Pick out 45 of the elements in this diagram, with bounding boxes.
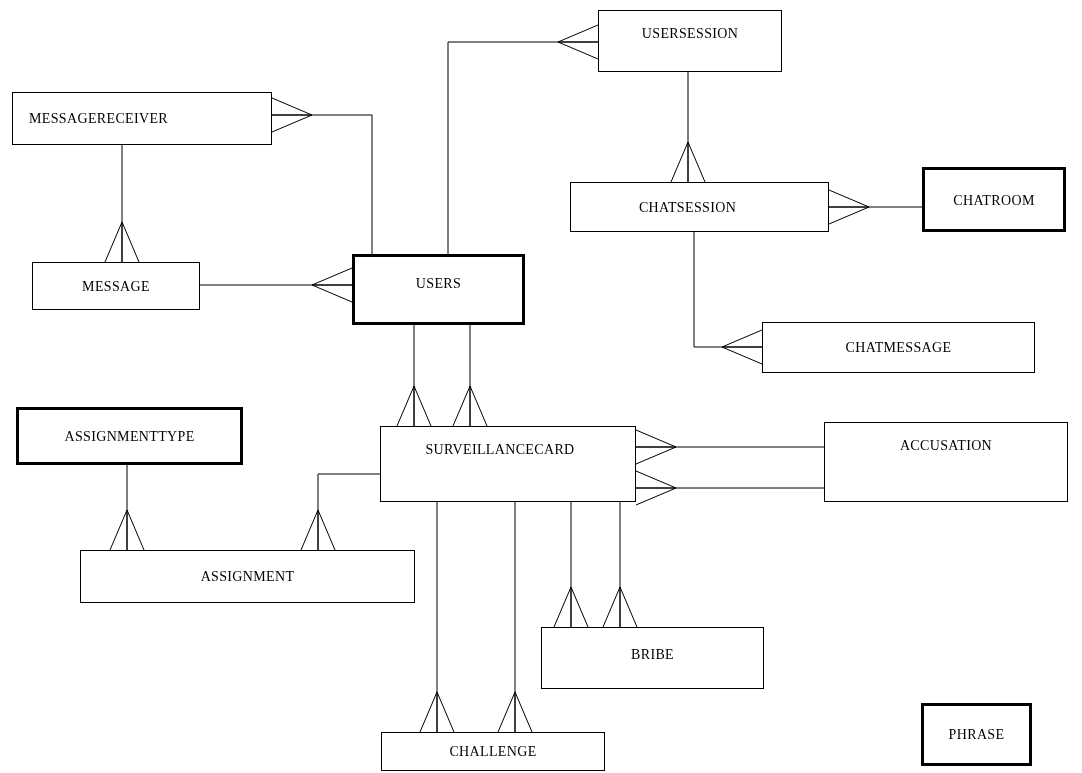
entity-box bbox=[922, 167, 1066, 232]
entity-box bbox=[352, 254, 525, 325]
entity-box bbox=[824, 422, 1068, 502]
entity-box bbox=[541, 627, 764, 689]
entity-name: ASSIGNMENT bbox=[200, 568, 295, 586]
entity-box bbox=[570, 182, 829, 232]
relationship-line bbox=[452, 324, 488, 427]
relationship-line bbox=[396, 324, 432, 427]
relationship-line bbox=[635, 429, 825, 465]
entity-name: CHATSESSION bbox=[638, 198, 737, 217]
entity-name: USERS bbox=[415, 275, 462, 293]
entity-name: ACCUSATION bbox=[899, 437, 993, 455]
entity-name: PHRASE bbox=[948, 726, 1005, 744]
entity-name: SURVEILLANCECARD bbox=[425, 441, 575, 459]
relationship-line bbox=[693, 231, 763, 365]
entity-box bbox=[598, 10, 782, 72]
relationship-line bbox=[419, 501, 455, 733]
relationship-line bbox=[828, 189, 923, 225]
relationship-line bbox=[300, 473, 381, 551]
entity-box bbox=[32, 262, 200, 310]
relationship-line bbox=[602, 501, 638, 628]
entity-box bbox=[762, 322, 1035, 373]
relationship-line bbox=[199, 267, 353, 303]
entity-name: BRIBE bbox=[631, 646, 674, 664]
entity-name: CHATMESSAGE bbox=[845, 339, 952, 357]
relationship-line bbox=[670, 71, 706, 183]
entity-box bbox=[380, 426, 636, 502]
relationship-line bbox=[447, 24, 599, 255]
relationship-line bbox=[497, 501, 533, 733]
entity-box bbox=[16, 407, 243, 465]
relationship-line bbox=[553, 501, 589, 628]
relationship-line bbox=[104, 144, 140, 263]
entity-name: MESSAGERECEIVER bbox=[29, 110, 169, 128]
entity-name: USERSESSION bbox=[641, 25, 739, 43]
entity-box bbox=[381, 732, 605, 771]
entity-name: CHATROOM bbox=[953, 192, 1035, 210]
relationship-line bbox=[271, 97, 373, 255]
relationship-line bbox=[109, 464, 145, 551]
entity-box bbox=[12, 92, 272, 145]
entity-name: CHALLENGE bbox=[449, 743, 537, 761]
entity-name: ASSIGNMENTTYPE bbox=[64, 428, 195, 446]
entity-name: MESSAGE bbox=[82, 277, 150, 296]
relationship-line bbox=[635, 470, 825, 506]
entity-box bbox=[921, 703, 1032, 766]
entity-box bbox=[80, 550, 415, 603]
